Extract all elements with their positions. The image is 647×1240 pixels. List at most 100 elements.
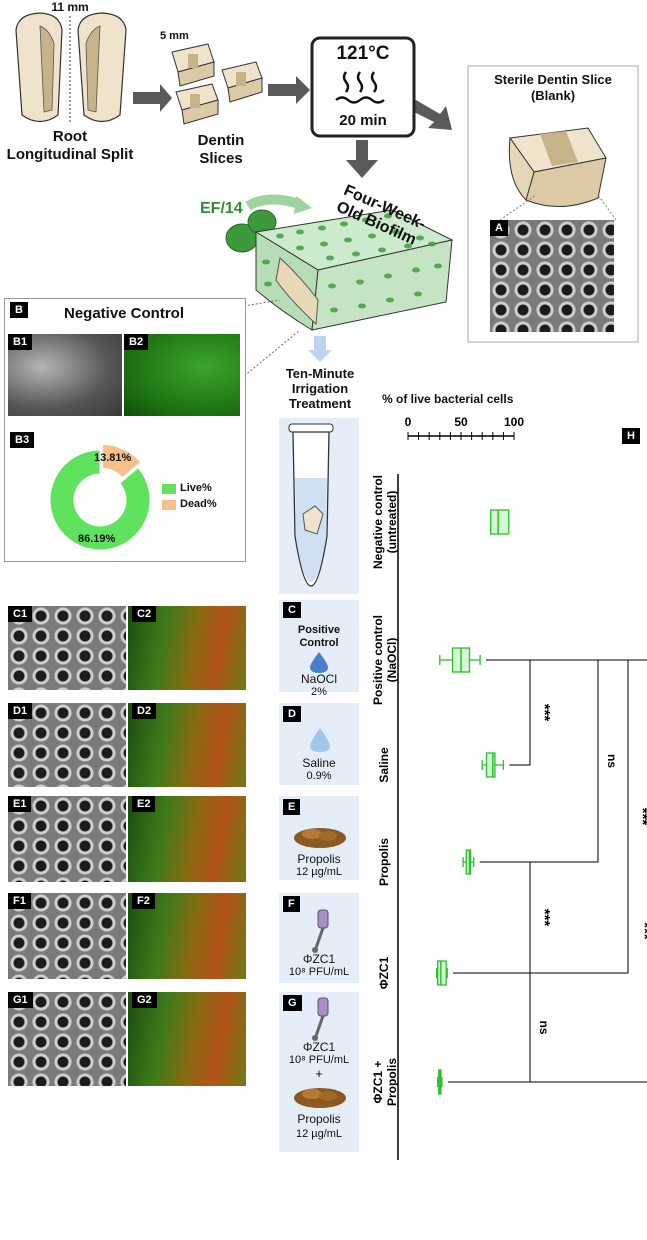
box-1 — [439, 647, 481, 673]
significance-label: ns — [605, 754, 619, 768]
category-label: ΦZC1 — [377, 956, 391, 989]
bracket-line — [447, 972, 531, 1083]
bracket-line — [447, 659, 647, 1083]
sterile-title-line2: (Blank) — [530, 88, 576, 103]
tag-c: C — [283, 602, 301, 618]
tag-g: G — [283, 995, 302, 1011]
ef14-arrow — [245, 194, 302, 211]
dentin-label-line2: Slices — [199, 150, 243, 167]
irrigation-line2: Irrigation — [291, 381, 349, 396]
dim-11mm: 11 mm — [51, 0, 89, 14]
category-label: Positive control(NaOCl) — [371, 615, 399, 705]
box-2 — [481, 752, 505, 778]
significance-label: *** — [634, 808, 647, 826]
bracket-line — [453, 861, 531, 974]
ef14-label: EF/14 — [200, 200, 243, 217]
tag-f: F — [283, 896, 300, 912]
top-flow-art — [15, 12, 639, 387]
significance-bracket — [447, 972, 531, 1083]
arrow-3 — [410, 100, 452, 130]
sterile-title: Sterile Dentin Slice (Blank) — [468, 72, 638, 104]
tag-d: D — [283, 706, 301, 722]
x-tick-label: 0 — [405, 415, 412, 429]
dentin-label-line1: Dentin — [197, 132, 245, 149]
tag-h: H — [622, 428, 640, 444]
sterile-title-line1: Sterile Dentin Slice — [494, 72, 612, 87]
category-label: Propolis — [377, 838, 391, 886]
box-iqr — [437, 960, 447, 986]
treatment-e-conc: 12 µg/mL — [295, 866, 343, 878]
tag-g2: G2 — [132, 992, 157, 1008]
treatment-g-name: ΦZC1 — [302, 1040, 336, 1054]
box-iqr — [490, 509, 510, 535]
x-tick-label: 50 — [454, 415, 468, 429]
bracket-line — [486, 659, 531, 766]
tag-c1: C1 — [8, 606, 33, 622]
significance-label: *** — [536, 909, 553, 927]
root-split-drawing — [15, 12, 127, 123]
dentin-slices-drawing — [171, 43, 263, 125]
box-3 — [462, 849, 475, 875]
tag-d2: D2 — [132, 703, 157, 719]
x-tick-label: 100 — [504, 415, 524, 429]
box-iqr — [465, 849, 472, 875]
legend-dead-label: Dead% — [180, 498, 217, 510]
treatment-e-name: Propolis — [297, 852, 341, 866]
tag-b: B — [10, 302, 28, 318]
dentin-label: Dentin Slices — [176, 132, 266, 168]
phage-icon — [312, 909, 329, 953]
steam-icon — [335, 71, 385, 104]
irrigation-line3: Treatment — [288, 396, 352, 411]
root-label-line2: Longitudinal Split — [6, 146, 134, 163]
arrow-1 — [133, 84, 172, 112]
legend-dead-swatch — [162, 500, 176, 510]
box-5 — [437, 1069, 443, 1095]
tag-e1: E1 — [8, 796, 32, 812]
tag-b3: B3 — [10, 432, 35, 448]
biofilm-block-drawing — [254, 209, 454, 331]
category-label: Saline — [377, 747, 391, 783]
phage-icon-g — [312, 997, 329, 1041]
live-percent-label: 86.19% — [78, 533, 116, 545]
propolis-icon — [294, 828, 346, 848]
treatment-g-conc2: 12 µg/mL — [295, 1128, 343, 1140]
donut-slice-live — [49, 449, 151, 551]
box-0 — [490, 509, 510, 535]
legend-live-label: Live% — [180, 482, 212, 494]
tag-a: A — [490, 220, 508, 236]
autoclave-time: 20 min — [339, 112, 387, 129]
dead-percent-label: 13.81% — [94, 452, 132, 464]
autoclave-temp: 121°C — [336, 43, 390, 64]
tag-e2: E2 — [132, 796, 156, 812]
treatment-g-name2: Propolis — [297, 1112, 341, 1126]
irrigation-line1: Ten-Minute — [285, 366, 355, 381]
treatment-d-name: Saline — [302, 756, 336, 770]
tag-g1: G1 — [8, 992, 33, 1008]
dim-5mm: 5 mm — [160, 30, 189, 42]
tag-b1: B1 — [8, 334, 33, 350]
positive-control-line1: Positive — [297, 624, 341, 636]
drop-icon — [310, 652, 328, 673]
category-label: ΦZC1 +Propolis — [371, 1058, 399, 1106]
treatment-d-conc: 0.9% — [306, 770, 332, 782]
tag-d1: D1 — [8, 703, 33, 719]
treatment-c-conc: 2% — [311, 686, 327, 698]
category-label: Negative control(untreated) — [371, 475, 399, 569]
treatment-g-plus: + — [315, 1066, 323, 1081]
positive-control-line2: Control — [299, 637, 339, 649]
root-label-line1: Root — [52, 128, 88, 145]
legend-live-swatch — [162, 484, 176, 494]
treatment-panel-g — [279, 992, 359, 1152]
treatment-f-name: ΦZC1 — [302, 952, 336, 966]
significance-label: *** — [536, 704, 553, 722]
tag-e: E — [283, 799, 301, 815]
microtube-icon — [288, 423, 334, 587]
tag-c2: C2 — [132, 606, 157, 622]
significance-bracket — [479, 659, 599, 863]
irrigation-title: Ten-Minute Irrigation Treatment — [270, 366, 370, 411]
propolis-icon-g — [294, 1088, 346, 1108]
treatment-f-conc: 10⁸ PFU/mL — [288, 966, 350, 978]
significance-bracket — [447, 659, 647, 1083]
drop-icon-light — [310, 728, 330, 752]
